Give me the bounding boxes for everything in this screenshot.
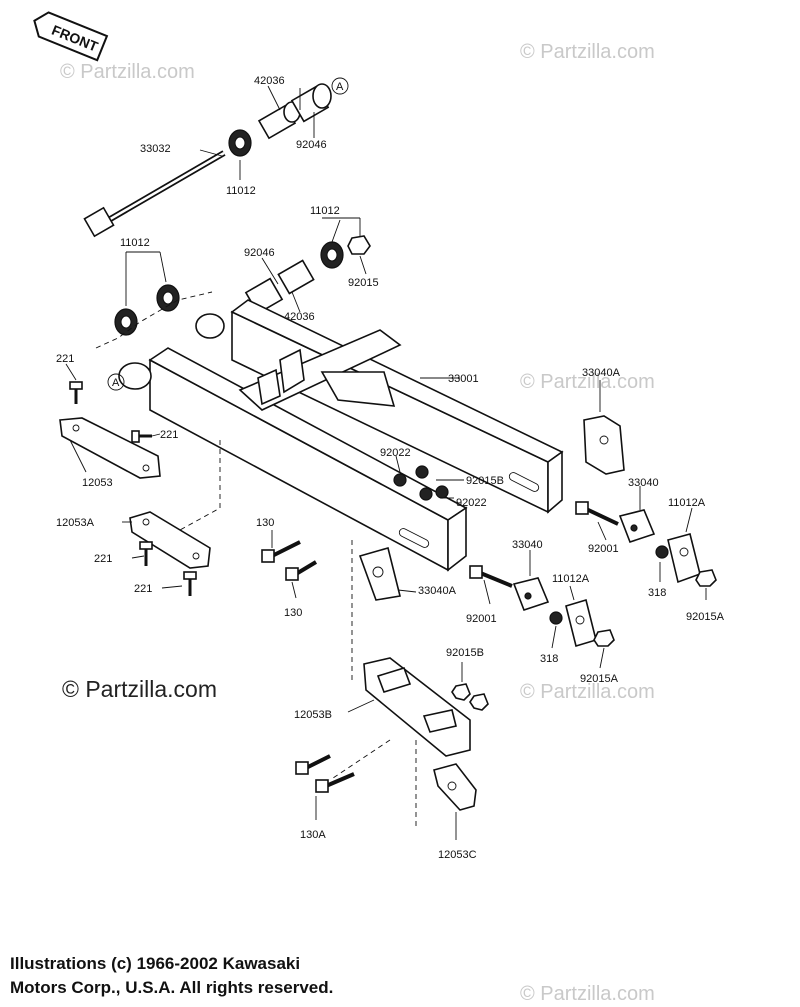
callout-130a: 130A: [300, 829, 326, 841]
callout-12053a: 12053A: [56, 517, 95, 529]
callout-221-a: 221: [56, 353, 74, 365]
callout-33032: 33032: [140, 143, 171, 155]
nut-92015: [347, 235, 371, 255]
leader-lines: [65, 85, 707, 840]
nut-92015a-right: [695, 569, 717, 587]
callout-92001-right: 92001: [588, 543, 619, 555]
chain-guide-12053a: [129, 511, 211, 569]
callout-33040-mid: 33040: [512, 539, 543, 551]
copyright-line-1: Illustrations (c) 1966-2002 Kawasaki: [10, 954, 301, 973]
callout-ref-a-top: A: [336, 81, 344, 93]
callout-92015a-mid: 92015A: [580, 673, 619, 685]
bolt-221-c: [139, 541, 153, 566]
plate-11012a-right: [667, 533, 701, 584]
copyright-line-2: Motors Corp., U.S.A. All rights reserved…: [10, 978, 334, 997]
callout-221-d: 221: [134, 583, 152, 595]
watermark: © Partzilla.com: [520, 983, 655, 1005]
front-arrow-icon: FRONT: [33, 11, 109, 62]
seal-11012-left-b: [114, 308, 138, 336]
bolt-221-b: [131, 430, 152, 443]
callout-92015a-right: 92015A: [686, 611, 725, 623]
callout-42036-mid: 42036: [284, 311, 315, 323]
chain-guide-12053b: [363, 657, 471, 757]
callout-130-a: 130: [256, 517, 274, 529]
callout-42036-top: 42036: [254, 75, 285, 87]
callout-12053c: 12053C: [438, 849, 477, 861]
bushing-42036-mid: [277, 259, 315, 295]
callout-11012-mid: 11012: [310, 205, 340, 217]
callout-11012-left: 11012: [120, 237, 150, 249]
seal-11012-mid: [320, 241, 344, 269]
collar-92046-top: [290, 83, 332, 123]
callout-130-b: 130: [284, 607, 302, 619]
washer-318-right: [655, 545, 669, 559]
callout-11012a-right: 11012A: [668, 497, 706, 509]
bolt-130a-a: [295, 754, 331, 775]
callout-92001-mid: 92001: [466, 613, 497, 625]
watermark: © Partzilla.com: [520, 681, 655, 703]
callout-12053: 12053: [82, 477, 113, 489]
swing-arm-33001: [118, 299, 564, 572]
callout-33040a-mid: 33040A: [418, 585, 457, 597]
bracket-33040a-top: [583, 415, 625, 475]
callout-92022-b: 92022: [456, 497, 487, 509]
nut-92015a-mid: [593, 629, 615, 647]
callout-11012a-mid: 11012A: [552, 573, 590, 585]
watermark: © Partzilla.com: [520, 41, 655, 63]
watermark: © Partzilla.com: [60, 61, 195, 83]
washers-92022: [393, 465, 449, 501]
bolt-221-a: [69, 381, 83, 404]
bolt-92001-mid: [469, 565, 513, 588]
pivot-bolt-33032: [83, 150, 226, 238]
callout-221-b: 221: [160, 429, 178, 441]
washer-318-mid: [549, 611, 563, 625]
nuts-92015b: [451, 683, 489, 711]
callout-92022-a: 92022: [380, 447, 411, 459]
copyright-notice: Illustrations (c) 1966-2002 Kawasaki Mot…: [10, 952, 333, 1000]
watermark-dark: © Partzilla.com: [62, 676, 217, 702]
callout-11012-top: 11012: [226, 185, 256, 197]
callout-33001: 33001: [448, 373, 479, 385]
bolt-92001-right: [575, 501, 619, 526]
callout-318-right: 318: [648, 587, 666, 599]
bolt-221-d: [183, 571, 197, 596]
chain-guide-12053c: [433, 763, 477, 811]
callout-318-mid: 318: [540, 653, 558, 665]
callout-92015: 92015: [348, 277, 379, 289]
callout-92015b-a: 92015B: [466, 475, 504, 487]
bolt-130-b: [285, 560, 318, 581]
bolt-130-a: [261, 540, 301, 563]
callout-33040a-top: 33040A: [582, 367, 621, 379]
callout-ref-a-left: A: [112, 377, 120, 389]
callout-92046-mid: 92046: [244, 247, 275, 259]
seal-11012-left-a: [156, 284, 180, 312]
chain-guide-12053: [59, 417, 161, 479]
bushing-42036-top: [257, 101, 301, 140]
block-33040-mid: [512, 577, 550, 612]
callout-33040-right: 33040: [628, 477, 659, 489]
callout-92015b-b: 92015B: [446, 647, 484, 659]
bolt-130a-b: [315, 772, 355, 793]
callout-221-c: 221: [94, 553, 112, 565]
callout-92046-top: 92046: [296, 139, 327, 151]
plate-11012a-mid: [565, 598, 597, 648]
callout-12053b: 12053B: [294, 709, 332, 721]
block-33040-right: [618, 509, 656, 544]
bracket-33040a-mid: [358, 547, 401, 601]
watermark: © Partzilla.com: [520, 371, 655, 393]
seal-11012-top: [228, 129, 252, 157]
